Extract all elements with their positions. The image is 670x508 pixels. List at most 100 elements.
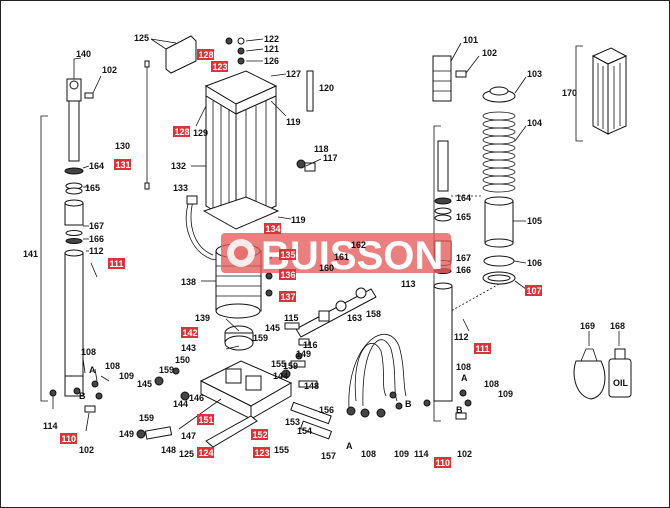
- part-label: 115: [284, 313, 299, 323]
- part-label: 156: [319, 405, 334, 415]
- highlighted-part-label: 135: [281, 250, 296, 260]
- highlighted-part-label: 124: [199, 448, 214, 458]
- highlighted-part-label: 128: [175, 127, 190, 137]
- highlight-box: [181, 327, 198, 338]
- highlighted-part-label: 152: [253, 430, 268, 440]
- part-label: 159: [253, 333, 268, 343]
- highlighted-part-label: 137: [281, 292, 296, 302]
- highlighted-part-label: 142: [183, 328, 198, 338]
- part-label: A: [346, 441, 353, 451]
- part-label: 126: [264, 56, 279, 66]
- highlight-box: [474, 343, 491, 354]
- highlight-box: [251, 429, 268, 440]
- part-label: 101: [463, 35, 478, 45]
- right-column-assembly: [423, 42, 527, 422]
- part-label: 153: [285, 417, 300, 427]
- part-label: 127: [286, 69, 301, 79]
- part-label: A: [89, 365, 96, 375]
- part-label: 155: [271, 359, 286, 369]
- highlighted-part-label: 128: [199, 50, 214, 60]
- highlighted-part-labels: 111 110 128 123 128 131 134 135 136 137 142 151 152 1…: [60, 49, 542, 468]
- part-label: 117: [323, 153, 338, 163]
- part-label: 166: [89, 234, 104, 244]
- part-label: 125: [134, 33, 149, 43]
- highlighted-part-label: 151: [199, 415, 214, 425]
- highlighted-part-label: 136: [281, 270, 296, 280]
- svg-text:OIL: OIL: [613, 378, 629, 388]
- highlight-box: [197, 447, 214, 458]
- part-label: 158: [366, 309, 381, 319]
- part-label: 114: [43, 421, 58, 431]
- highlighted-part-label: 131: [116, 160, 131, 170]
- part-label: 132: [171, 161, 186, 171]
- part-label: 122: [264, 34, 279, 44]
- part-label: B: [456, 405, 463, 415]
- part-label: 150: [175, 355, 190, 365]
- part-label: 162: [351, 240, 366, 250]
- highlighted-part-label: 110: [62, 434, 77, 444]
- part-label: 144: [273, 371, 288, 381]
- highlight-box: [197, 49, 214, 60]
- part-label: 113: [401, 279, 416, 289]
- part-label: 145: [265, 323, 280, 333]
- part-label: 109: [498, 389, 513, 399]
- part-label: 160: [319, 263, 334, 273]
- highlight-box: [114, 159, 131, 170]
- part-number-labels: 140 102 164 165 167 166 112 141 108 108 …: [23, 33, 625, 461]
- part-label: 104: [527, 118, 542, 128]
- part-label: 108: [484, 379, 499, 389]
- part-label: 120: [319, 83, 334, 93]
- part-label: 129: [193, 128, 208, 138]
- part-label: 157: [321, 451, 336, 461]
- part-label: 118: [314, 144, 329, 154]
- part-label: 102: [482, 48, 497, 58]
- part-label: 108: [81, 347, 96, 357]
- highlight-box: [211, 61, 228, 72]
- part-label: 112: [454, 332, 469, 342]
- part-label: B: [79, 391, 86, 401]
- part-label: B: [405, 399, 412, 409]
- part-label: 141: [23, 249, 38, 259]
- highlight-box: [197, 414, 214, 425]
- part-label: 167: [456, 253, 471, 263]
- part-label: 108: [105, 361, 120, 371]
- part-label: 161: [334, 252, 349, 262]
- part-label: 146: [189, 393, 204, 403]
- highlight-box: [253, 447, 270, 458]
- part-label: 168: [610, 321, 625, 331]
- accessories: OIL: [573, 45, 632, 400]
- part-label: 139: [195, 313, 210, 323]
- part-label: 165: [85, 183, 100, 193]
- part-label: 148: [304, 381, 319, 391]
- part-label: 149: [119, 429, 134, 439]
- part-label: 170: [562, 88, 577, 98]
- part-label: 106: [527, 258, 542, 268]
- part-label: 154: [297, 426, 312, 436]
- part-label: 108: [456, 362, 471, 372]
- part-label: 149: [296, 349, 311, 359]
- highlight-box: [60, 433, 77, 444]
- highlighted-part-label: 123: [255, 448, 270, 458]
- part-label: 144: [173, 399, 188, 409]
- highlighted-part-label: 134: [266, 224, 281, 234]
- part-label: 102: [79, 445, 94, 455]
- highlight-box: [279, 249, 296, 260]
- part-label: 164: [89, 161, 104, 171]
- part-label: 166: [456, 265, 471, 275]
- part-label: 102: [457, 449, 472, 459]
- highlighted-part-label: 111: [476, 344, 490, 354]
- part-label: 103: [527, 69, 542, 79]
- part-label: 163: [347, 313, 362, 323]
- highlighted-part-label: 123: [213, 62, 228, 72]
- part-label: 130: [115, 141, 130, 151]
- part-label: 167: [89, 221, 104, 231]
- part-label: 169: [580, 321, 595, 331]
- part-label: 119: [291, 215, 306, 225]
- part-label: 133: [173, 183, 188, 193]
- highlighted-part-label: 107: [527, 286, 542, 296]
- part-label: 143: [181, 343, 196, 353]
- part-label: 148: [161, 445, 176, 455]
- part-label: 138: [181, 277, 196, 287]
